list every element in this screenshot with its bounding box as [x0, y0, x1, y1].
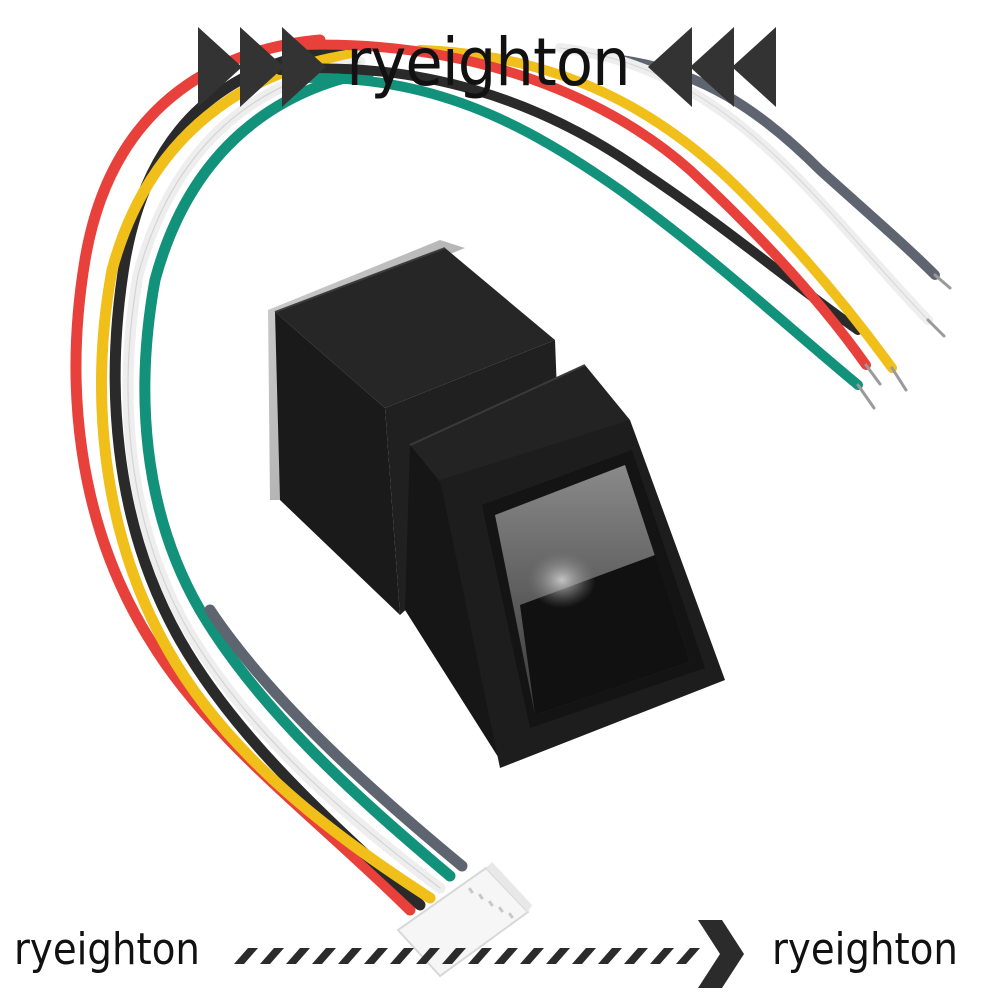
fingerprint-sensor: [268, 240, 725, 768]
wire-yellow-top: [415, 45, 897, 373]
dashed-chevron-right-icon: [234, 920, 744, 988]
watermark-bottom-left: ryeighton: [14, 924, 200, 975]
triple-right-triangle-icon: [198, 27, 328, 107]
wire-green: [139, 66, 456, 882]
wire-black: [109, 42, 426, 911]
cable-bundle: [70, 34, 468, 916]
watermark-bottom-right: ryeighton: [772, 924, 958, 975]
watermark-top-text: ryeighton: [346, 24, 630, 101]
cable-top-arch: [275, 39, 952, 410]
wire-green-top: [295, 72, 863, 390]
wire-gray: [204, 604, 468, 872]
wire-red-top: [295, 39, 871, 370]
watermark-top: ryeighton: [198, 22, 778, 112]
wire-yellow: [96, 49, 436, 904]
wire-black-top: [275, 63, 863, 335]
triple-left-triangle-icon: [647, 27, 778, 107]
wire-tips: [856, 273, 952, 410]
